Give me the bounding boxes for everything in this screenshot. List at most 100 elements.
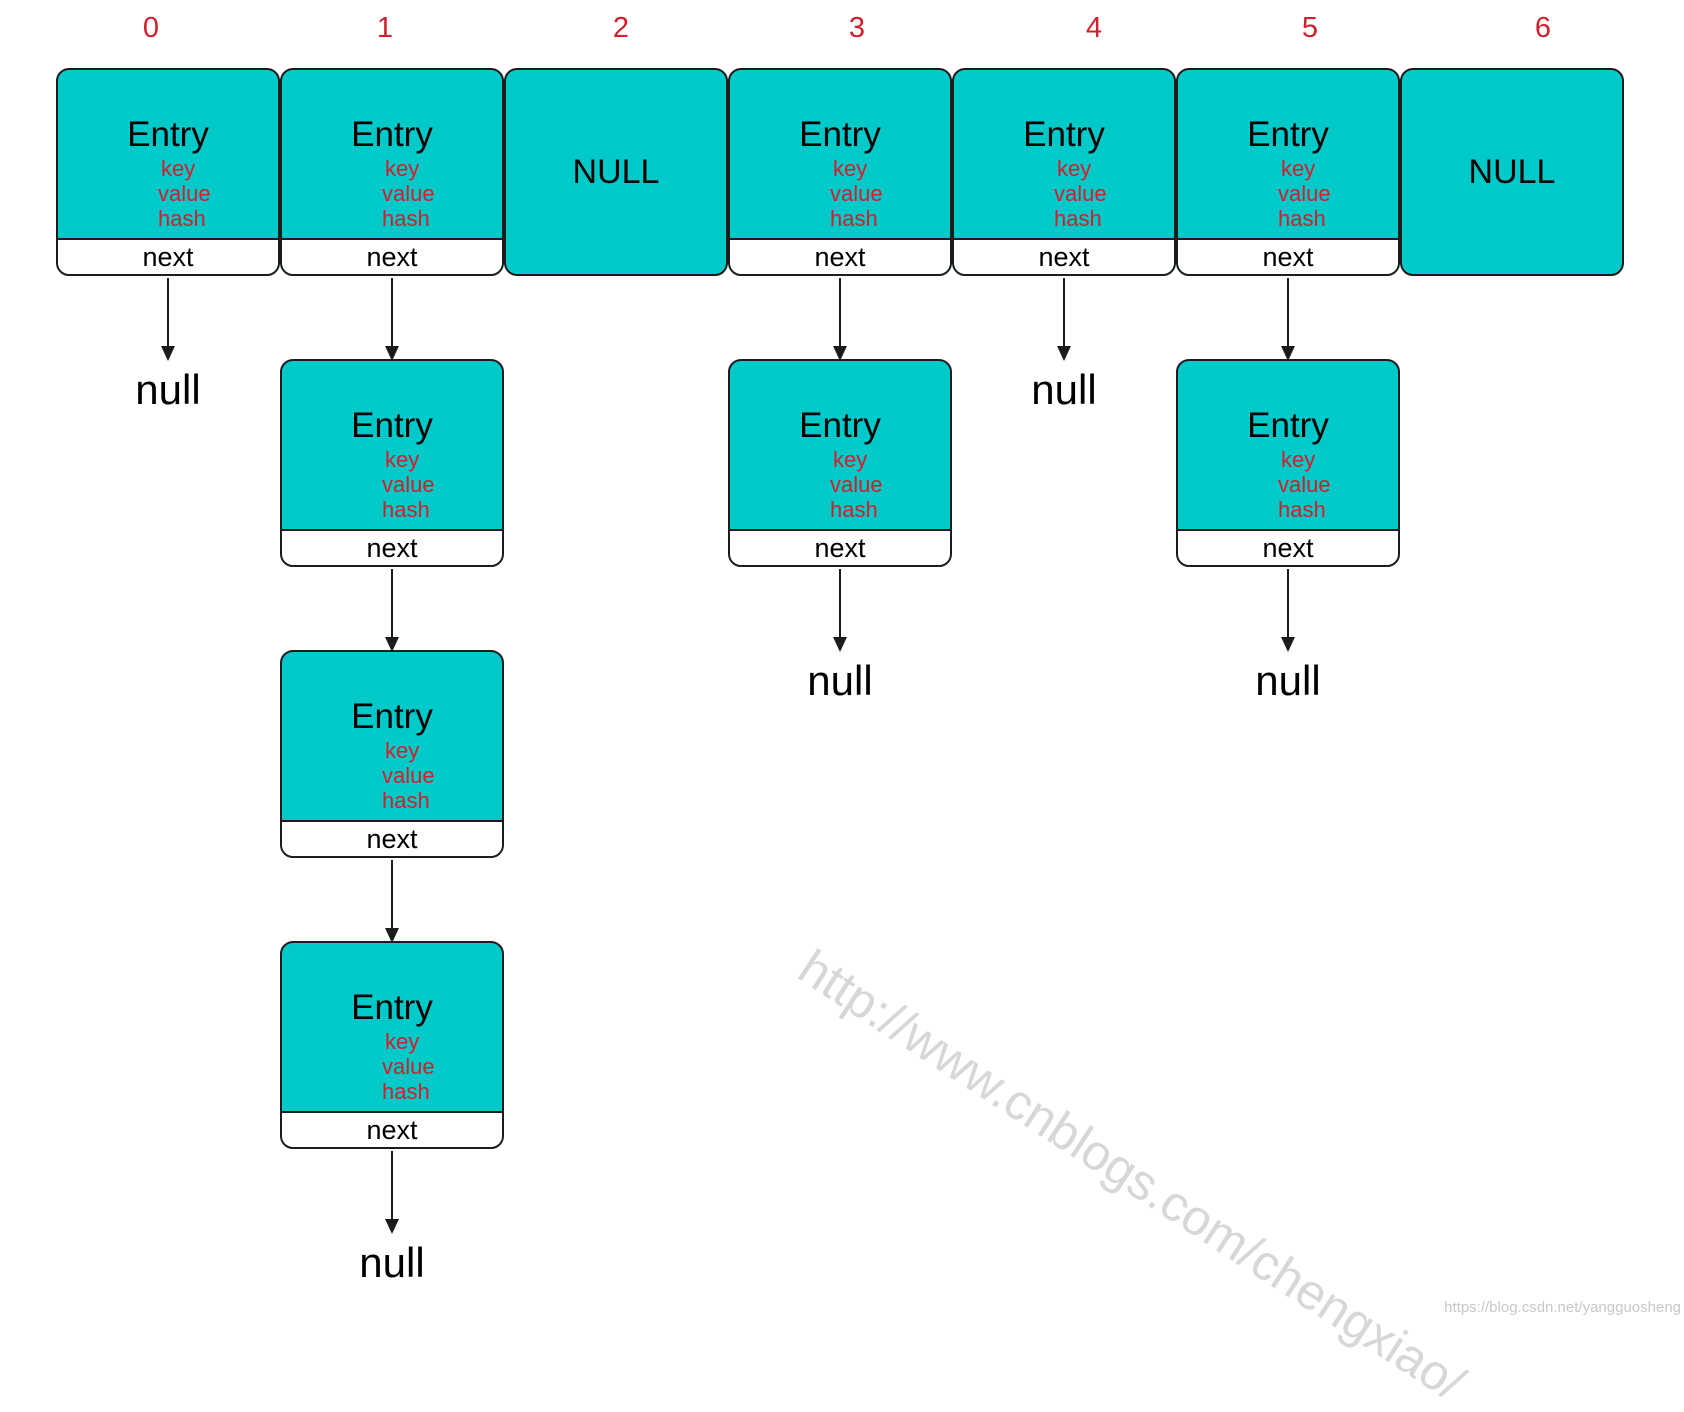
arrow-head <box>161 346 175 361</box>
next-arrow <box>833 569 847 652</box>
hash-field: hash <box>1278 497 1326 522</box>
arrow-shaft <box>1063 278 1065 349</box>
value-field: value <box>1054 181 1107 206</box>
value-field: value <box>382 763 435 788</box>
bucket-index-1: 1 <box>376 12 394 44</box>
entry-title: Entry <box>1023 115 1105 154</box>
next-pointer: next <box>282 1111 502 1147</box>
hash-field: hash <box>158 206 206 231</box>
hash-field: hash <box>382 1079 430 1104</box>
hash-field: hash <box>830 497 878 522</box>
credit: https://blog.csdn.net/yangguosheng <box>1444 1299 1681 1316</box>
entry-title: Entry <box>351 406 433 445</box>
value-field: value <box>382 472 435 497</box>
entry-title: Entry <box>1247 115 1329 154</box>
key-field: key <box>833 447 868 472</box>
bucket-index-5: 5 <box>1301 12 1319 44</box>
null-slot-label: NULL <box>1468 152 1556 191</box>
arrow-shaft <box>391 860 393 931</box>
next-arrow <box>385 860 399 943</box>
arrow-shaft <box>391 278 393 349</box>
key-field: key <box>385 1029 420 1054</box>
next-pointer: next <box>282 238 502 274</box>
chain-terminator-3: null <box>807 657 873 704</box>
chain-terminator-5: null <box>1255 657 1321 704</box>
next-arrow <box>1281 569 1295 652</box>
key-field: key <box>1281 447 1316 472</box>
entry-title: Entry <box>351 115 433 154</box>
entry-title: Entry <box>799 406 881 445</box>
arrow-shaft <box>167 278 169 349</box>
arrow-shaft <box>839 278 841 349</box>
next-arrow <box>1281 278 1295 361</box>
next-pointer: next <box>730 529 950 565</box>
null-slot-label: NULL <box>572 152 660 191</box>
hash-field: hash <box>1054 206 1102 231</box>
next-arrow <box>385 1151 399 1234</box>
next-pointer: next <box>1178 238 1398 274</box>
bucket-index-0: 0 <box>142 12 160 44</box>
value-field: value <box>1278 472 1331 497</box>
next-pointer: next <box>282 529 502 565</box>
chain-terminator-4: null <box>1031 366 1097 413</box>
key-field: key <box>1057 156 1092 181</box>
hash-field: hash <box>1278 206 1326 231</box>
chain-terminator-0: null <box>135 366 201 413</box>
next-pointer: next <box>58 238 278 274</box>
arrow-head <box>1057 346 1071 361</box>
arrow-shaft <box>391 569 393 640</box>
entry-title: Entry <box>799 115 881 154</box>
next-arrow <box>385 569 399 652</box>
bucket-index-4: 4 <box>1085 12 1103 44</box>
next-arrow <box>833 278 847 361</box>
value-field: value <box>1278 181 1331 206</box>
arrow-head <box>1281 637 1295 652</box>
next-arrow <box>385 278 399 361</box>
bucket-index-3: 3 <box>848 12 866 44</box>
arrow-shaft <box>839 569 841 640</box>
value-field: value <box>158 181 211 206</box>
entry-title: Entry <box>351 988 433 1027</box>
next-arrow <box>1057 278 1071 361</box>
arrow-head <box>1281 346 1295 361</box>
arrow-head <box>385 928 399 943</box>
next-pointer: next <box>954 238 1174 274</box>
arrow-head <box>833 637 847 652</box>
entry-title: Entry <box>127 115 209 154</box>
key-field: key <box>833 156 868 181</box>
entry-title: Entry <box>1247 406 1329 445</box>
key-field: key <box>385 156 420 181</box>
arrow-head <box>385 1219 399 1234</box>
hash-field: hash <box>830 206 878 231</box>
hash-field: hash <box>382 788 430 813</box>
next-arrow <box>161 278 175 361</box>
bucket-2-null: NULL <box>504 68 728 276</box>
arrow-head <box>385 346 399 361</box>
arrow-head <box>385 637 399 652</box>
hash-field: hash <box>382 206 430 231</box>
value-field: value <box>830 472 883 497</box>
hash-field: hash <box>382 497 430 522</box>
next-pointer: next <box>1178 529 1398 565</box>
arrow-head <box>833 346 847 361</box>
key-field: key <box>385 447 420 472</box>
